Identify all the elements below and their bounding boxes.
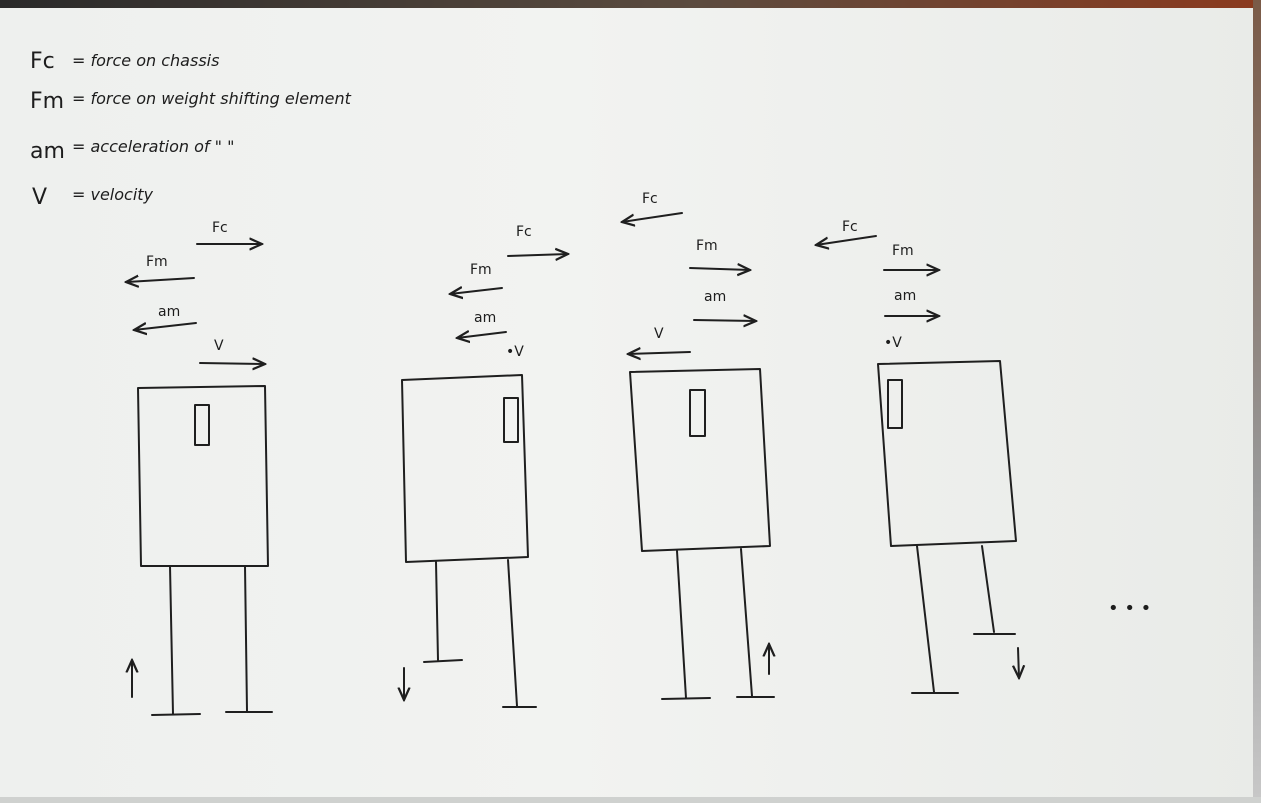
frame-3-am-arrow [693, 320, 756, 321]
frame-3-fc-label: Fc [642, 191, 658, 207]
frame-3-v-label: V [654, 326, 664, 342]
frame-4-v-label: •V [884, 335, 902, 351]
frame-1-fc-label: Fc [212, 220, 228, 236]
frame-2-fm-arrow [450, 288, 503, 294]
frame-4: Fc Fm am •V [816, 219, 1019, 694]
frame-4-leg-left [916, 545, 935, 693]
legend-symbol-am: am [30, 139, 65, 164]
frame-1-chassis [137, 385, 269, 567]
frame-2-fm-label: Fm [470, 262, 492, 278]
frame-1-v-label: V [214, 338, 224, 354]
frame-4-am-label: am [894, 288, 916, 304]
frame-3-v-arrow [628, 352, 691, 354]
legend-text-fc: = force on chassis [72, 51, 219, 70]
photo-top-edge [0, 0, 1261, 8]
frame-3: Fc Fm am V [622, 191, 774, 700]
frame-3-am-label: am [704, 289, 726, 305]
frame-2-ar-label: am [474, 310, 496, 326]
frame-1-leg-left [169, 565, 174, 715]
frame-2-leg-right [507, 559, 518, 707]
frame-3-chassis [629, 368, 771, 552]
frame-1-foot-left [151, 713, 201, 716]
frame-1: Fc Fm am V [126, 220, 273, 716]
frame-1-v-arrow [199, 363, 265, 364]
legend-symbol-fc: Fc [30, 49, 55, 74]
frame-4-fc-label: Fc [842, 219, 858, 235]
frame-3-leg-right [740, 548, 753, 697]
frame-4-weight-element [887, 379, 903, 429]
legend-text-am: = acceleration of " " [72, 137, 234, 156]
legend-symbol-v: V [32, 185, 47, 210]
frame-2: Fc Fm am •V [401, 224, 568, 708]
frame-4-foot-down-arrow [1018, 647, 1019, 678]
frame-2-weight-element [503, 397, 519, 443]
frame-1-am-arrow [134, 322, 197, 330]
frame-2-fc-arrow [507, 254, 568, 256]
continuation-ellipsis: • • • [1108, 598, 1151, 619]
frame-2-v-label: •V [506, 344, 524, 360]
frame-1-am-label: am [158, 304, 180, 320]
frame-3-fc-arrow [622, 212, 683, 222]
frame-2-chassis [401, 374, 529, 563]
frame-3-weight-element [689, 389, 706, 437]
frame-1-leg-right [244, 565, 248, 712]
photo-right-edge [1253, 0, 1261, 803]
frame-2-ar-arrow [457, 332, 507, 338]
photo-bottom-edge [0, 797, 1261, 803]
legend-text-fm: = force on weight shifting element [72, 89, 352, 108]
frame-1-weight-element [194, 404, 210, 446]
frame-3-fm-arrow [689, 268, 750, 270]
frame-4-fc-arrow [816, 235, 877, 245]
frame-2-fc-label: Fc [516, 224, 532, 240]
frame-2-foot-left [423, 659, 463, 663]
frame-2-leg-left [435, 561, 439, 661]
frame-4-leg-right [981, 545, 995, 633]
frame-3-foot-left [661, 697, 711, 700]
frame-3-fm-label: Fm [696, 238, 718, 254]
legend-text-v: = velocity [72, 185, 154, 204]
frame-1-fm-arrow [126, 278, 195, 282]
frame-4-chassis [877, 360, 1017, 547]
frame-4-fm-label: Fm [892, 243, 914, 259]
legend-symbol-fm: Fm [30, 89, 64, 114]
frame-3-leg-left [676, 550, 687, 699]
frame-1-fm-label: Fm [146, 254, 168, 270]
legend: Fc = force on chassis Fm = force on weig… [30, 49, 352, 210]
